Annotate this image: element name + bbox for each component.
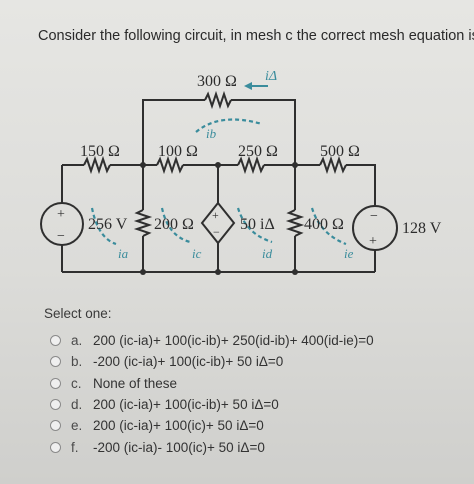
resistor-300 [204, 90, 232, 110]
option-letter: a. [71, 333, 83, 349]
label-r400: 400 Ω [304, 216, 344, 233]
question-text: Consider the following circuit, in mesh … [38, 28, 474, 44]
answer-options: a. 200 (ic-ia)+ 100(ic-ib)+ 250(id-ib)+ … [50, 330, 374, 458]
option-text: None of these [93, 375, 178, 391]
label-r300: 300 Ω [197, 73, 237, 90]
label-dep-source: 50 iΔ [240, 216, 275, 233]
label-r200: 200 Ω [154, 216, 194, 233]
label-left-plus: + [57, 207, 65, 222]
label-i-delta: iΔ [265, 69, 277, 84]
radio-button[interactable] [50, 420, 61, 432]
label-v256: 256 V [88, 216, 128, 233]
option-letter: b. [71, 354, 83, 370]
option-text: 200 (ic-ia)+ 100(ic-ib)+ 250(id-ib)+ 400… [93, 333, 374, 349]
mesh-arrow-b [195, 118, 263, 133]
option-e[interactable]: e. 200 (ic-ia)+ 100(ic)+ 50 iΔ=0 [50, 415, 374, 436]
label-r250: 250 Ω [238, 143, 278, 160]
label-right-plus: + [369, 234, 377, 249]
label-dep-plus: + [212, 208, 219, 222]
radio-button[interactable] [50, 377, 61, 389]
option-letter: c. [71, 375, 82, 391]
radio-button[interactable] [50, 335, 61, 347]
label-dep-minus: − [213, 225, 220, 239]
label-mesh-d: id [262, 246, 273, 261]
resistor-100 [156, 155, 184, 175]
label-r500: 500 Ω [320, 143, 360, 160]
option-letter: d. [71, 397, 83, 413]
voltage-source-right [352, 205, 398, 251]
label-mesh-b: ib [206, 126, 217, 141]
radio-button[interactable] [50, 441, 61, 453]
option-b[interactable]: b. -200 (ic-ia)+ 100(ic-ib)+ 50 iΔ=0 [50, 351, 374, 372]
option-letter: f. [71, 439, 79, 455]
wire-top-right [231, 99, 296, 165]
circuit-diagram: 300 Ω iΔ ib 150 Ω 100 Ω 250 Ω 500 Ω + − … [40, 69, 442, 275]
label-mesh-e: ie [344, 246, 354, 261]
label-v128: 128 V [402, 220, 442, 237]
resistor-400 [285, 209, 305, 237]
option-text: 200 (ic-ia)+ 100(ic-ib)+ 50 iΔ=0 [93, 397, 279, 413]
radio-button[interactable] [50, 399, 61, 411]
option-text: -200 (ic-ia)- 100(ic)+ 50 iΔ=0 [93, 439, 265, 455]
label-left-minus: − [57, 229, 65, 244]
label-r100: 100 Ω [158, 143, 198, 160]
resistor-150 [83, 155, 111, 175]
resistor-500 [319, 155, 347, 175]
label-right-minus: − [370, 209, 378, 224]
option-text: -200 (ic-ia)+ 100(ic-ib)+ 50 iΔ=0 [93, 354, 284, 370]
label-mesh-a: ia [118, 246, 129, 261]
voltage-source-left [40, 202, 84, 246]
resistor-250 [237, 155, 265, 175]
mesh-arrow-c [160, 207, 191, 244]
option-a[interactable]: a. 200 (ic-ia)+ 100(ic-ib)+ 250(id-ib)+ … [50, 330, 374, 351]
option-d[interactable]: d. 200 (ic-ia)+ 100(ic-ib)+ 50 iΔ=0 [50, 394, 374, 415]
mesh-arrow-a [90, 207, 117, 246]
label-mesh-c: ic [192, 246, 202, 261]
resistor-200 [133, 209, 153, 237]
option-f[interactable]: f. -200 (ic-ia)- 100(ic)+ 50 iΔ=0 [50, 436, 374, 457]
option-letter: e. [71, 418, 83, 434]
radio-button[interactable] [50, 356, 61, 368]
option-text: 200 (ic-ia)+ 100(ic)+ 50 iΔ=0 [93, 418, 264, 434]
select-one-label: Select one: [44, 306, 112, 321]
mesh-arrow-d [236, 207, 273, 244]
wire-rail-5 [346, 164, 376, 205]
label-r150: 150 Ω [80, 143, 120, 160]
option-c[interactable]: c. None of these [50, 373, 374, 394]
wire-top [142, 99, 205, 165]
